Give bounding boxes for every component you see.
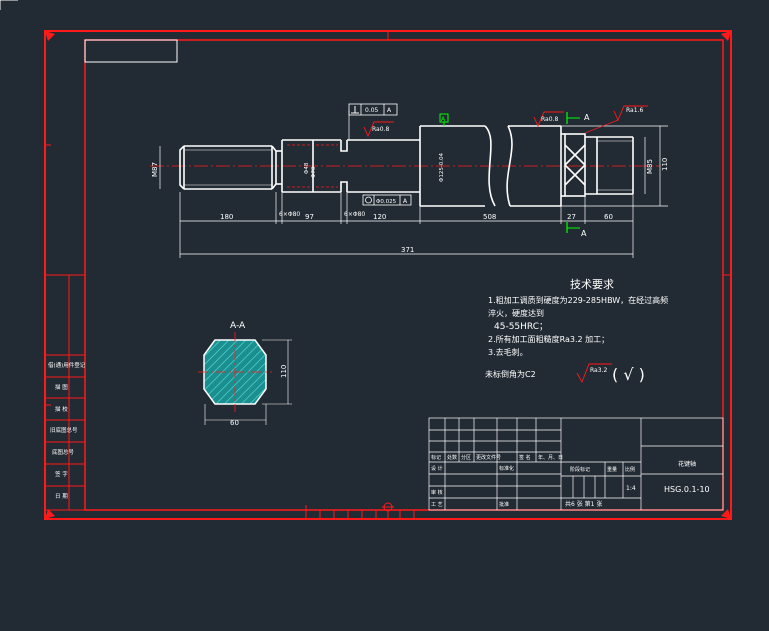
standardization-label: 标准化 xyxy=(499,465,514,472)
design-label: 设 计 xyxy=(431,465,443,472)
technical-requirements: 技术要求 1.粗加工调质到硬度为229-285HBW，在经过高频 淬火，硬度达到… xyxy=(485,278,668,379)
datum-ref: A xyxy=(403,198,408,205)
perpendicularity-value: 0.05 xyxy=(365,107,379,114)
coaxiality-value: Φ0.025 xyxy=(376,199,397,205)
dim-length: 120 xyxy=(373,213,386,221)
header-cell: 处数 xyxy=(447,454,457,461)
datum-ref: A xyxy=(387,107,392,114)
review-label: 审 核 xyxy=(431,489,443,496)
center-mark xyxy=(382,502,394,512)
header-cell: 分区 xyxy=(461,454,471,461)
drawing-number: HSG.0.1-10 xyxy=(664,485,710,494)
datum-label: A xyxy=(441,116,446,123)
cursor-crosshair xyxy=(0,0,18,10)
default-roughness-symbol: Ra3.2 ( √ ) xyxy=(576,363,645,384)
roughness-b: Ra0.8 xyxy=(533,111,564,128)
dim-height-right: 110 xyxy=(661,158,669,171)
roughness-label: Ra1.6 xyxy=(626,107,643,114)
roughness-label: Ra0.8 xyxy=(541,116,558,123)
corner-mark xyxy=(721,31,731,41)
corner-mark xyxy=(45,31,55,41)
dim-diameter-right: M85 xyxy=(646,159,654,174)
section-a-a-view: A-A 60 110 xyxy=(198,321,292,427)
strip-label: 签 字 xyxy=(55,470,68,478)
roughness-c: Ra1.6 xyxy=(584,105,648,134)
dim-groove: 6×Φ80 xyxy=(279,211,300,218)
section-letter: A xyxy=(581,229,587,238)
weight-label: 重量 xyxy=(607,466,617,473)
requirement-line: 2.所有加工面粗糙度Ra3.2 加工； xyxy=(488,334,609,344)
dim-length: 60 xyxy=(604,213,613,221)
drawing-number-box xyxy=(84,39,178,63)
dim-length: 508 xyxy=(483,213,496,221)
section-cut-marks: A A xyxy=(566,112,590,238)
header-cell: 签 名 xyxy=(519,454,531,461)
strip-label: 底图总号 xyxy=(52,448,75,456)
strip-label: 描 图 xyxy=(55,383,68,391)
process-label: 工 艺 xyxy=(431,502,443,508)
requirement-line: 45-55HRC； xyxy=(494,322,548,332)
requirements-title: 技术要求 xyxy=(570,278,614,291)
coaxiality-frame: Φ0.025 A xyxy=(362,194,412,206)
part-name: 花键轴 xyxy=(678,460,696,468)
header-cell: 更改文件号 xyxy=(476,454,501,461)
requirement-line: 1.粗加工调质到硬度为229-285HBW，在经过高频 xyxy=(488,295,668,305)
stage-label: 阶段标记 xyxy=(570,466,590,473)
requirement-line: 3.去毛刺。 xyxy=(488,347,528,357)
shaft-main-view xyxy=(150,125,660,207)
approve-label: 批准 xyxy=(499,501,509,508)
strip-label: 日 期 xyxy=(55,493,68,500)
roughness-a: Ra0.8 xyxy=(363,121,394,138)
main-dimension-lines xyxy=(159,125,668,258)
dim-length: 27 xyxy=(567,213,576,221)
corner-mark xyxy=(45,509,55,519)
main-dimension-text: 180 6×Φ80 97 6×Φ80 120 508 27 60 371 M87… xyxy=(151,152,669,254)
section-title: A-A xyxy=(230,321,246,331)
datum-a-marker: A xyxy=(439,113,449,126)
title-block-text: 标记 处数 分区 更改文件号 签 名 年、月、日 设 计 标准化 审 核 工 艺… xyxy=(431,454,710,508)
dim-length: 97 xyxy=(305,213,314,221)
title-block-grid xyxy=(428,417,724,511)
sheet-info: 共6 张 第1 张 xyxy=(565,500,602,508)
bottom-scale-strip xyxy=(305,505,428,519)
dim-mid: Φ70 xyxy=(311,166,317,178)
corner-mark xyxy=(721,509,731,519)
scale-value: 1:4 xyxy=(626,485,636,492)
left-strip-table xyxy=(44,275,86,511)
section-height: 110 xyxy=(280,365,288,378)
strip-label: 旧底图总号 xyxy=(50,426,78,434)
dim-main-diameter: Φ125-0.04 xyxy=(439,152,445,182)
roughness-label: Ra3.2 xyxy=(590,367,607,374)
header-cell: 年、月、日 xyxy=(538,454,563,461)
left-strip-labels: 借(通)用件登记 描 图 描 校 旧底图总号 底图总号 签 字 日 期 xyxy=(48,361,86,500)
requirement-line: 淬火，硬度达到 xyxy=(488,308,544,318)
tolerance-frame: 0.05 A xyxy=(348,103,398,140)
dim-diameter-left: M87 xyxy=(151,162,159,177)
strip-label: 借(通)用件登记 xyxy=(48,361,86,369)
roughness-tick: ( √ ) xyxy=(612,365,645,384)
header-cell: 标记 xyxy=(431,454,441,461)
scale-label: 比例 xyxy=(625,466,635,473)
chamfer-note: 未标倒角为C2 xyxy=(485,369,536,379)
strip-label: 描 校 xyxy=(55,405,68,413)
roughness-label: Ra0.8 xyxy=(372,126,389,133)
dim-length: 180 xyxy=(220,213,233,221)
dim-groove: 6×Φ80 xyxy=(344,211,365,218)
dim-small: Φ48 xyxy=(304,162,310,174)
section-letter: A xyxy=(584,113,590,122)
section-width: 60 xyxy=(230,419,239,427)
dim-total: 371 xyxy=(401,246,414,254)
